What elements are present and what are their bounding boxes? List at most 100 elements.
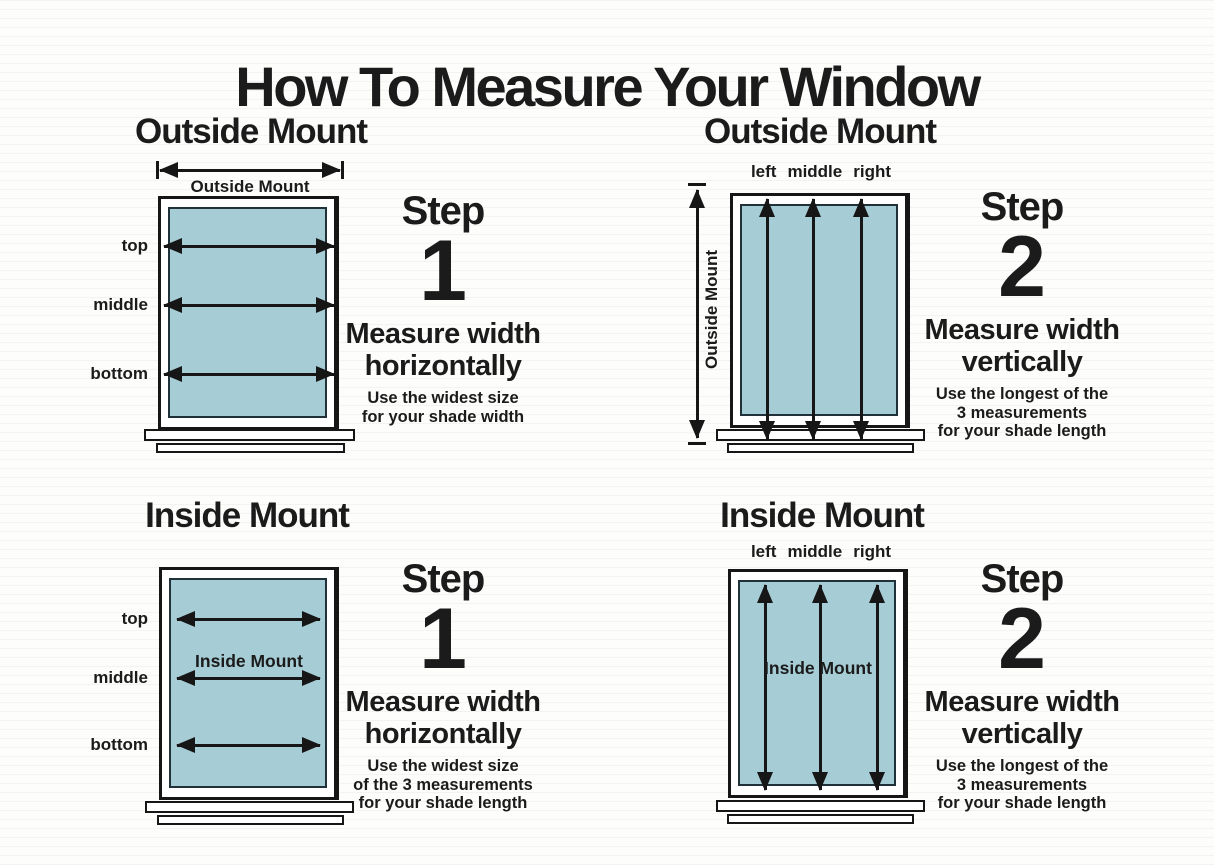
arrow-shaft — [164, 303, 334, 307]
quadrant-heading: Inside Mount — [145, 496, 350, 535]
step-note: Use the longest of the — [935, 384, 1109, 403]
col-label-middle: middle — [787, 542, 843, 561]
step-block: Step 2 Measure width vertically Use the … — [917, 558, 1127, 813]
measure-width-arrow-icon — [156, 161, 344, 179]
arrowhead-right-icon — [316, 238, 335, 254]
column-labels: left middle right — [731, 162, 911, 182]
width-arrow-top-icon — [175, 610, 322, 628]
width-arrow-top-icon — [162, 237, 336, 255]
arrowhead-down-icon — [853, 421, 869, 440]
arrowhead-right-icon — [322, 162, 341, 178]
row-label-middle: middle — [93, 668, 148, 687]
row-label-bottom: bottom — [90, 735, 148, 754]
step-number: 2 — [998, 591, 1046, 687]
col-label-right: right — [853, 162, 892, 181]
arrowhead-right-icon — [302, 611, 321, 627]
step-note: Use the widest size — [367, 756, 519, 775]
quadrant-heading: Outside Mount — [704, 112, 937, 151]
step-note: 3 measurements — [956, 403, 1088, 422]
inner-mount-label: Inside Mount — [195, 651, 303, 671]
arrowhead-down-icon — [757, 772, 773, 791]
col-label-left: left — [750, 162, 777, 181]
window-sill — [716, 800, 925, 812]
arrowhead-right-icon — [316, 297, 335, 313]
arrowhead-up-icon — [812, 584, 828, 603]
window-sill — [145, 801, 354, 813]
window-sill-lower — [727, 443, 914, 453]
arrowhead-up-icon — [757, 584, 773, 603]
arrow-shaft — [765, 199, 769, 439]
arrowhead-left-icon — [163, 366, 182, 382]
step-note: Use the widest size — [367, 388, 519, 407]
end-tick-right — [341, 161, 344, 179]
step-word: Step — [980, 185, 1065, 229]
length-arrow-left-icon — [756, 583, 774, 792]
arrowhead-down-icon — [869, 772, 885, 791]
arrowhead-left-icon — [163, 238, 182, 254]
arrowhead-left-icon — [159, 162, 178, 178]
arrowhead-down-icon — [759, 421, 775, 440]
window-shade — [169, 578, 327, 788]
step-instruction-line1: Measure width — [924, 685, 1120, 718]
end-tick-bottom — [688, 442, 706, 445]
arrowhead-down-icon — [805, 421, 821, 440]
arrowhead-left-icon — [176, 670, 195, 686]
arrowhead-up-icon — [853, 198, 869, 217]
arrowhead-right-icon — [316, 366, 335, 382]
col-label-middle: middle — [787, 162, 843, 181]
arrowhead-up-icon — [759, 198, 775, 217]
end-tick-top — [688, 183, 706, 186]
step-number: 1 — [419, 223, 467, 319]
measure-arrow-label-rotated: Outside Mount — [702, 250, 721, 370]
step-note: for your shade width — [361, 407, 525, 426]
row-label-top: top — [121, 609, 148, 628]
width-arrow-bottom-icon — [162, 365, 336, 383]
step-word: Step — [980, 557, 1065, 601]
arrow-shaft — [164, 372, 334, 376]
quadrant-heading: Inside Mount — [720, 496, 925, 535]
arrowhead-right-icon — [302, 737, 321, 753]
arrowhead-down-icon — [689, 420, 705, 439]
arrow-shaft — [177, 676, 320, 680]
window-sill-lower — [727, 814, 914, 824]
quadrant-heading: Outside Mount — [135, 112, 368, 151]
end-tick-left — [156, 161, 159, 179]
step-number: 1 — [419, 591, 467, 687]
width-arrow-middle-icon — [162, 296, 336, 314]
step-word: Step — [401, 189, 486, 233]
step-block: Step 1 Measure width horizontally Use th… — [338, 558, 548, 813]
row-label-top: top — [121, 236, 148, 255]
step-number: 2 — [998, 219, 1046, 315]
arrowhead-up-icon — [689, 189, 705, 208]
row-label-middle: middle — [93, 295, 148, 314]
arrow-shaft — [859, 199, 863, 439]
arrow-shaft — [811, 199, 815, 439]
step-instruction-line2: vertically — [961, 718, 1083, 751]
arrow-shaft — [695, 190, 699, 438]
step-instruction-line1: Measure width — [345, 685, 541, 718]
inner-mount-label: Inside Mount — [764, 658, 872, 678]
page-title: How To Measure Your Window — [235, 54, 981, 118]
arrow-shaft — [875, 585, 879, 790]
window-sill-lower — [157, 815, 344, 825]
column-labels: left middle right — [731, 542, 911, 562]
step-word: Step — [401, 557, 486, 601]
arrowhead-up-icon — [805, 198, 821, 217]
length-arrow-middle-icon — [804, 197, 822, 441]
step-instruction-line2: horizontally — [364, 350, 522, 383]
step-note: for your shade length — [358, 794, 528, 813]
measure-arrow-label: Outside Mount — [190, 177, 310, 196]
arrowhead-right-icon — [302, 670, 321, 686]
step-note: for your shade length — [937, 794, 1107, 813]
step-block: Step 2 Measure width vertically Use the … — [917, 186, 1127, 441]
length-arrow-right-icon — [868, 583, 886, 792]
arrow-shaft — [160, 168, 340, 172]
window-sill-lower — [156, 443, 345, 453]
width-arrow-bottom-icon — [175, 736, 322, 754]
arrowhead-left-icon — [176, 611, 195, 627]
length-arrow-left-icon — [758, 197, 776, 441]
step-block: Step 1 Measure width horizontally Use th… — [338, 190, 548, 426]
arrowhead-down-icon — [812, 772, 828, 791]
step-note: of the 3 measurements — [353, 775, 533, 794]
